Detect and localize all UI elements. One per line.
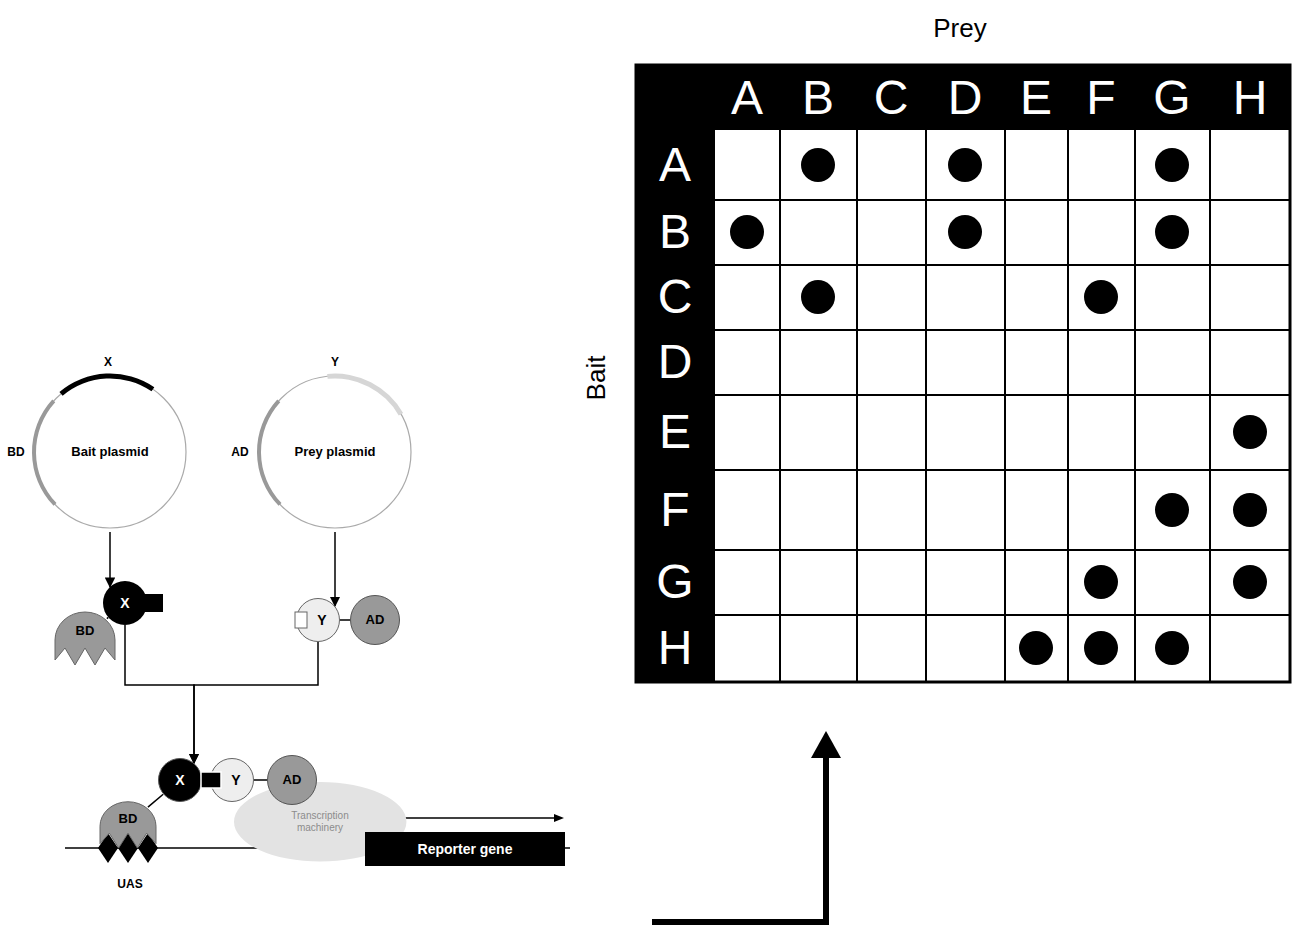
column-header: B bbox=[802, 74, 834, 122]
row-header: H bbox=[658, 624, 693, 672]
node-text: AD bbox=[366, 613, 385, 628]
binding-domain-shape bbox=[100, 802, 156, 848]
column-header: G bbox=[1153, 74, 1190, 122]
row-header: C bbox=[658, 273, 693, 321]
protein-circle bbox=[268, 756, 317, 805]
prey-plasmid: Prey plasmid bbox=[255, 372, 415, 532]
matrix-grid bbox=[715, 130, 1290, 682]
connector bbox=[107, 617, 108, 618]
bait-plasmid: Bait plasmid bbox=[30, 372, 190, 532]
connector bbox=[109, 532, 111, 587]
row-header-bar bbox=[636, 65, 715, 682]
column-header: E bbox=[1020, 74, 1052, 122]
corner-arrow bbox=[652, 731, 841, 922]
node-text: Y bbox=[309, 612, 326, 628]
protein-circle bbox=[159, 759, 202, 802]
bait-protein: X bbox=[158, 758, 202, 802]
node-text: Reporter gene bbox=[418, 841, 513, 857]
insert-label: Y bbox=[331, 356, 339, 368]
column-header-bar bbox=[636, 65, 1290, 130]
connector bbox=[194, 642, 318, 763]
plasmid-ring bbox=[34, 376, 186, 528]
reporter-gene: Reporter gene bbox=[365, 832, 565, 866]
row-header: B bbox=[659, 208, 691, 256]
node-text: AD bbox=[283, 773, 302, 788]
node-text: BD bbox=[76, 624, 95, 651]
row-header: F bbox=[660, 486, 689, 534]
domain-label: AD bbox=[231, 446, 248, 458]
connector bbox=[148, 794, 163, 807]
plasmid-segment bbox=[32, 400, 56, 506]
bait-protein: X bbox=[103, 581, 147, 625]
plasmid-segment bbox=[59, 374, 154, 396]
uas-label: UAS bbox=[117, 878, 142, 890]
connector bbox=[340, 619, 350, 621]
node-text: Prey plasmid bbox=[295, 445, 376, 460]
binding-domain: BD bbox=[100, 800, 156, 848]
column-header: F bbox=[1086, 74, 1115, 122]
axis-title: Prey bbox=[933, 15, 986, 41]
node-text: Transcription machinery bbox=[284, 810, 356, 833]
row-header: E bbox=[659, 408, 691, 456]
column-header: A bbox=[731, 74, 763, 122]
protein-circle bbox=[103, 581, 147, 625]
uas-sites bbox=[98, 833, 158, 863]
node-text: Bait plasmid bbox=[71, 445, 148, 460]
axis-title: Bait bbox=[583, 356, 609, 401]
column-header: D bbox=[948, 74, 983, 122]
bait-tab bbox=[201, 772, 221, 788]
binding-domain-shape bbox=[55, 612, 115, 665]
prey-protein: Y bbox=[296, 598, 340, 642]
row-header: G bbox=[656, 558, 693, 606]
node-text: X bbox=[175, 772, 184, 788]
prey-notch bbox=[295, 612, 307, 628]
domain-label: BD bbox=[7, 446, 24, 458]
activation-domain: AD bbox=[350, 595, 400, 645]
row-header: D bbox=[658, 338, 693, 386]
connector bbox=[334, 532, 336, 606]
column-header: H bbox=[1233, 74, 1268, 122]
interaction-dots bbox=[730, 148, 1267, 665]
row-header: A bbox=[659, 141, 691, 189]
protein-circle bbox=[351, 596, 400, 645]
plasmid-segment bbox=[327, 373, 403, 415]
node-text: BD bbox=[119, 812, 138, 837]
activation-domain: AD bbox=[267, 755, 317, 805]
node-text: Y bbox=[223, 772, 240, 788]
connector bbox=[254, 779, 267, 781]
insert-label: X bbox=[104, 356, 112, 368]
node-text: X bbox=[120, 595, 129, 611]
prey-protein: Y bbox=[210, 758, 254, 802]
column-header: C bbox=[874, 74, 909, 122]
connector bbox=[125, 625, 194, 763]
binding-domain: BD bbox=[55, 610, 115, 665]
matrix-frame bbox=[636, 65, 1290, 682]
plasmid-segment bbox=[257, 400, 281, 506]
